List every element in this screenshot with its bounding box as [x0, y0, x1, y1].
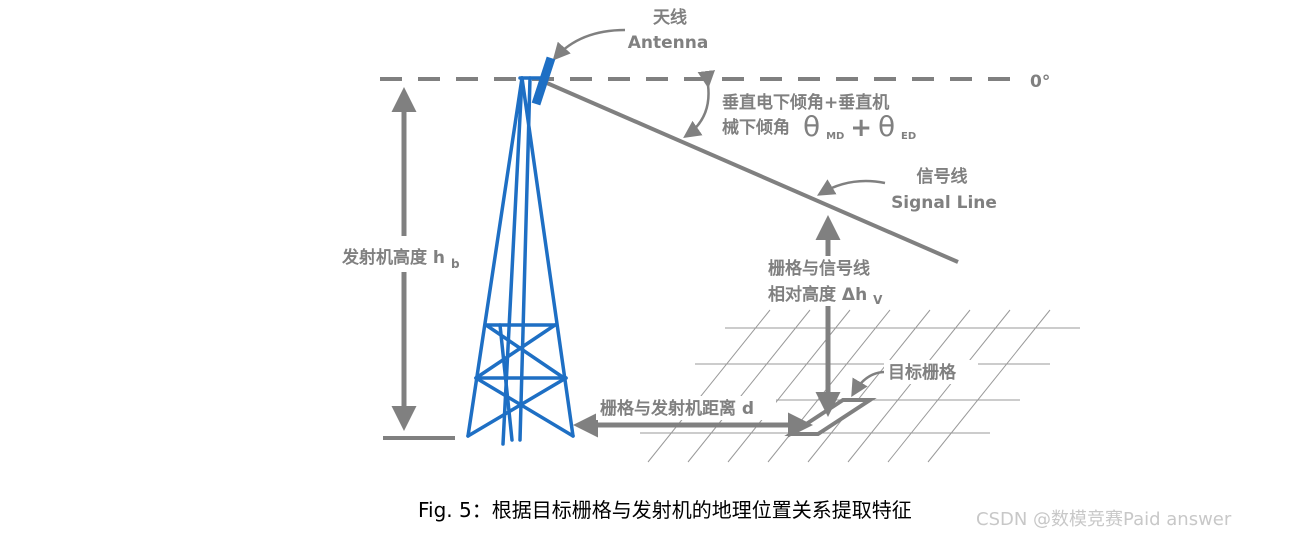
signal-line	[539, 78, 959, 264]
signal-label-cn: 信号线	[917, 166, 968, 187]
distance-label-background	[596, 396, 776, 420]
tilt-formula: θ MD + θ ED	[803, 110, 916, 144]
height-label: 发射机高度 h b	[341, 247, 460, 271]
zero-degree-label: 0°	[1030, 72, 1050, 92]
antenna-icon	[531, 56, 556, 106]
figure-caption: Fig. 5：根据目标栅格与发射机的地理位置关系提取特征	[418, 498, 912, 522]
target-callout-arrow	[851, 370, 886, 398]
transmitter-tower	[466, 76, 575, 446]
signal-label-en: Signal Line	[891, 193, 997, 213]
signal-callout-arrow	[816, 179, 886, 196]
tilt-label-line2: 械下倾角	[722, 117, 790, 138]
relative-height-line2: 相对高度 Δh V	[768, 284, 883, 307]
height-label-background	[338, 236, 472, 272]
watermark: CSDN @数模竞赛Paid answer	[976, 509, 1232, 530]
relative-height-line1: 栅格与信号线	[768, 258, 870, 279]
distance-label: 栅格与发射机距离 d	[600, 398, 754, 419]
antenna-label-cn: 天线	[653, 7, 687, 28]
antenna-callout-arrow	[552, 28, 626, 61]
relative-height-background	[764, 256, 900, 306]
target-grid-label: 目标栅格	[888, 362, 957, 383]
tilt-angle-arc	[683, 70, 716, 138]
tilt-label-line1: 垂直电下倾角+垂直机	[722, 92, 889, 113]
target-grid-label-background	[884, 360, 978, 384]
antenna-label-en: Antenna	[628, 33, 709, 53]
